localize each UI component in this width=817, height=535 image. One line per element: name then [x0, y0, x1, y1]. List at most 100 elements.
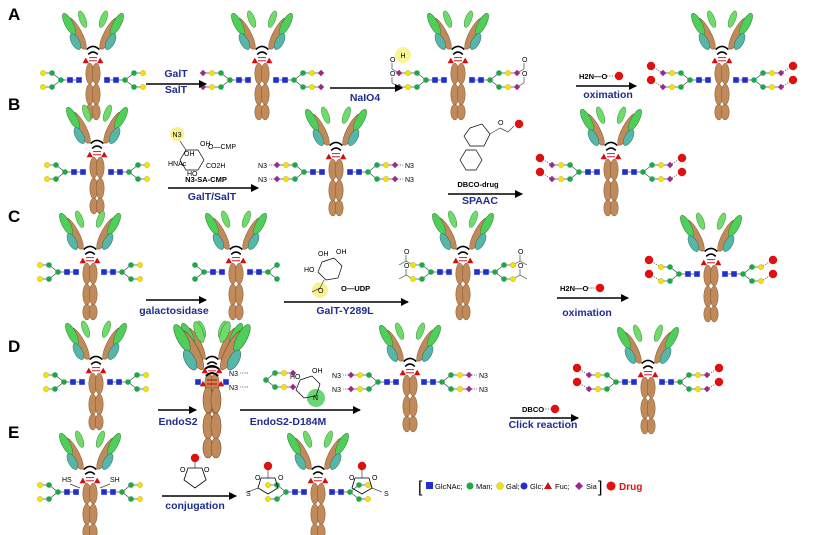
- fucose-triangle: [251, 57, 258, 64]
- ketone-oxygen: O: [518, 249, 524, 256]
- glcnac-square: [483, 269, 489, 275]
- glcnac-square: [310, 169, 316, 175]
- fucose-triangle: [225, 257, 232, 264]
- glcnac-square: [384, 379, 390, 385]
- reagent-dbco-drug: DBCO-drug: [457, 180, 499, 189]
- drug-circle: [595, 283, 605, 293]
- mannose-circle: [677, 379, 683, 385]
- mannose-circle: [678, 84, 684, 90]
- oxazoline-ho: HO: [290, 374, 301, 381]
- galactose-circle: [137, 482, 143, 488]
- mannose-circle: [667, 278, 673, 284]
- sialic-acid-diamond: [548, 161, 556, 169]
- galactose-circle: [309, 84, 315, 90]
- legend-bracket-open: [: [418, 479, 423, 496]
- glcnac-square: [356, 169, 362, 175]
- keto-oh-1: OH: [318, 251, 329, 258]
- mannose-circle: [49, 84, 55, 90]
- step-conjugation: conjugation: [165, 500, 225, 512]
- mannose-circle: [686, 386, 692, 392]
- mannose-circle: [375, 379, 381, 385]
- fucose-triangle: [100, 367, 107, 374]
- fucose-triangle: [711, 57, 718, 64]
- step-spaac: SPAAC: [462, 195, 498, 207]
- legend-fuc: Fuc;: [555, 482, 570, 491]
- glcnac-square: [585, 169, 591, 175]
- aminooxy-reagent-a: H2N—O: [579, 72, 608, 81]
- glcnac-square: [430, 379, 436, 385]
- galactose-circle: [37, 496, 43, 502]
- mannose-circle: [46, 482, 52, 488]
- mannose-circle: [126, 169, 132, 175]
- mannose-circle: [134, 372, 140, 378]
- keto-sugar-ring: [317, 257, 343, 281]
- legend-drug: Drug: [619, 482, 642, 493]
- fucose-triangle: [216, 367, 223, 374]
- mannose-circle: [52, 372, 58, 378]
- mannose-circle: [274, 262, 280, 268]
- glcnac-square: [631, 169, 637, 175]
- glycan-linkage: [99, 483, 111, 489]
- mannose-circle: [218, 70, 224, 76]
- azide-label: N3: [229, 371, 238, 378]
- mannose-circle: [274, 496, 280, 502]
- sialic-acid-diamond: [199, 83, 207, 91]
- legend-glc-icon: [520, 482, 528, 490]
- legend-man-icon: [466, 482, 474, 490]
- sialic-acid-diamond: [317, 69, 325, 77]
- mannose-circle: [448, 386, 454, 392]
- dbco-ring-bottom: [459, 149, 483, 171]
- galactose-circle: [309, 70, 315, 76]
- galactose-circle: [365, 496, 371, 502]
- galactose-circle: [43, 386, 49, 392]
- fucose-triangle: [307, 477, 314, 484]
- galactose-circle: [281, 384, 287, 390]
- drug-circle: [646, 61, 656, 71]
- legend: [ GlcNAc; Man; Gal; Glc; Fuc; Sia ] Drug: [418, 479, 642, 496]
- glcnac-square: [347, 169, 353, 175]
- drug-circle: [677, 167, 687, 177]
- drug-circle: [788, 61, 798, 71]
- glcnac-square: [110, 489, 116, 495]
- succinimide-o1: O: [349, 475, 355, 482]
- succinimide-ring: [351, 477, 373, 495]
- ketone-oxygen: O: [518, 263, 524, 270]
- glcnac-square: [722, 271, 728, 277]
- mannose-circle: [134, 386, 140, 392]
- sialic-acid-diamond: [659, 69, 667, 77]
- mannose-circle: [128, 482, 134, 488]
- galactose-circle: [137, 496, 143, 502]
- sialic-acid-diamond: [273, 161, 281, 169]
- fucose-triangle: [715, 259, 722, 266]
- mannose-circle: [55, 489, 61, 495]
- glcnac-square: [104, 77, 110, 83]
- fucose-triangle: [462, 57, 469, 64]
- glycan-linkage: [319, 279, 325, 289]
- glcnac-square: [437, 269, 443, 275]
- mannose-circle: [49, 70, 55, 76]
- glcnac-square: [668, 379, 674, 385]
- antibody: [376, 321, 444, 433]
- glycan-linkage: [499, 127, 509, 133]
- glcnac-square: [71, 169, 77, 175]
- mannose-circle: [676, 271, 682, 277]
- sialic-acid-diamond: [199, 69, 207, 77]
- glcnac-square: [421, 379, 427, 385]
- galactose-circle: [558, 162, 564, 168]
- panel-label-e: E: [8, 423, 19, 442]
- glcnac-square: [64, 269, 70, 275]
- galactose-circle: [43, 372, 49, 378]
- oxazoline-ring: [295, 375, 321, 399]
- mannose-circle: [356, 482, 362, 488]
- antibody: [577, 105, 645, 217]
- galactose-circle: [209, 84, 215, 90]
- step-endos2-d184m: EndoS2-D184M: [250, 416, 327, 428]
- glcnac-square: [195, 379, 201, 385]
- glycan-linkage: [179, 140, 187, 151]
- sialic-acid-diamond: [659, 83, 667, 91]
- mannose-circle: [740, 271, 746, 277]
- glcnac-square: [705, 77, 711, 83]
- mannose-circle: [419, 262, 425, 268]
- sialic-acid-diamond: [666, 161, 674, 169]
- fucose-triangle: [94, 477, 101, 484]
